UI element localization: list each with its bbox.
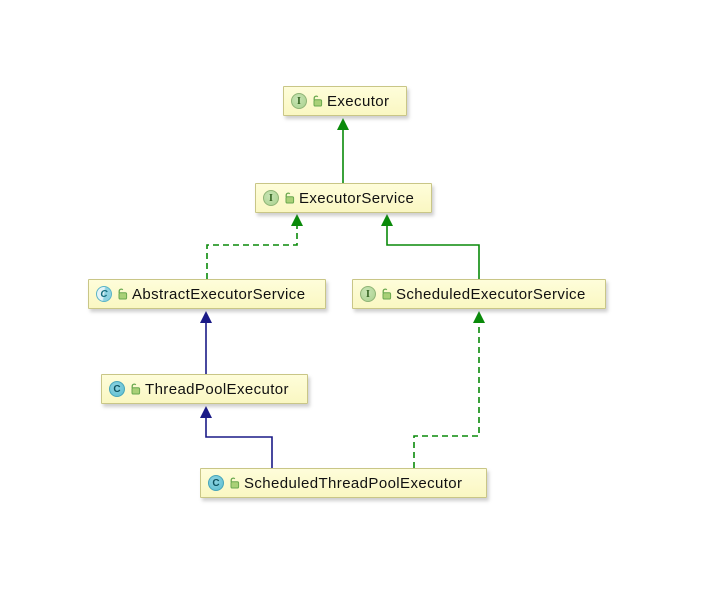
node-label-scheduled-thread-pool-executor: ScheduledThreadPoolExecutor <box>244 474 463 492</box>
node-executor[interactable]: I Executor <box>283 86 407 116</box>
arrowhead-scheduled-executor-service-extends-executor-service <box>381 214 393 226</box>
arrowhead-abstract-executor-service-implements-executor-service <box>291 214 303 226</box>
interface-icon-glyph: I <box>297 95 301 107</box>
edge-scheduled-thread-pool-executor-extends-thread-pool-executor <box>205 417 273 468</box>
class-icon-glyph: C <box>212 477 220 489</box>
unlocked-icon <box>283 192 295 204</box>
unlocked-icon <box>380 288 392 300</box>
node-scheduled-thread-pool-executor[interactable]: C ScheduledThreadPoolExecutor <box>200 468 487 498</box>
unlocked-icon <box>129 383 141 395</box>
interface-icon: I <box>291 93 307 109</box>
class-icon: C <box>109 381 125 397</box>
arrowhead-scheduled-thread-pool-executor-implements-scheduled-executor-service <box>473 311 485 323</box>
node-label-executor-service: ExecutorService <box>299 189 415 207</box>
interface-icon: I <box>263 190 279 206</box>
unlocked-icon <box>116 288 128 300</box>
node-label-scheduled-executor-service: ScheduledExecutorService <box>396 285 586 303</box>
node-abstract-executor-service[interactable]: C AbstractExecutorService <box>88 279 326 309</box>
node-executor-service[interactable]: I ExecutorService <box>255 183 432 213</box>
arrowhead-thread-pool-executor-extends-abstract-executor-service <box>200 311 212 323</box>
edge-abstract-executor-service-implements-executor-service <box>206 225 298 279</box>
edge-scheduled-executor-service-extends-executor-service <box>386 225 480 279</box>
arrowhead-executor-service-extends-executor <box>337 118 349 130</box>
node-label-thread-pool-executor: ThreadPoolExecutor <box>145 380 289 398</box>
unlocked-icon <box>228 477 240 489</box>
edge-scheduled-thread-pool-executor-implements-scheduled-executor-service <box>413 322 480 468</box>
node-scheduled-executor-service[interactable]: I ScheduledExecutorService <box>352 279 606 309</box>
unlocked-icon <box>311 95 323 107</box>
interface-icon: I <box>360 286 376 302</box>
node-thread-pool-executor[interactable]: C ThreadPoolExecutor <box>101 374 308 404</box>
arrowhead-scheduled-thread-pool-executor-extends-thread-pool-executor <box>200 406 212 418</box>
interface-icon-glyph: I <box>269 192 273 204</box>
node-label-abstract-executor-service: AbstractExecutorService <box>132 285 306 303</box>
abstract-class-icon: C <box>96 286 112 302</box>
interface-icon-glyph: I <box>366 288 370 300</box>
abstract-class-icon-glyph: C <box>100 288 108 300</box>
class-icon: C <box>208 475 224 491</box>
class-icon-glyph: C <box>113 383 121 395</box>
node-label-executor: Executor <box>327 92 390 110</box>
